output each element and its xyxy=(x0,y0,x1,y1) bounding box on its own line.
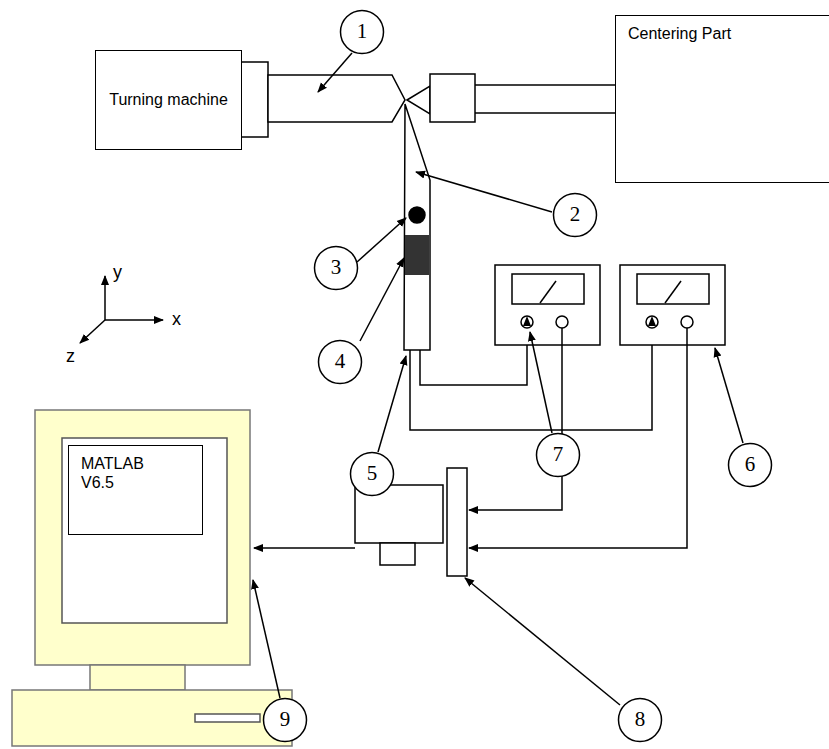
callout-circle: 1 xyxy=(339,9,385,55)
tailstock-shaft xyxy=(475,84,616,86)
callout-number: 4 xyxy=(335,349,346,374)
centering-box: Centering Part xyxy=(615,15,829,183)
leader-line xyxy=(318,53,352,92)
monitor-stand xyxy=(90,665,185,690)
callout-ring xyxy=(264,699,307,742)
callout-number: 3 xyxy=(331,255,342,280)
amplifier-meter xyxy=(495,265,600,345)
axis-z xyxy=(80,320,105,343)
meter-needle xyxy=(540,281,556,303)
disk-slot xyxy=(195,714,260,722)
input-knob xyxy=(521,316,533,328)
output-wire xyxy=(469,328,562,510)
monitor xyxy=(35,410,250,665)
callout-circle: 2 xyxy=(552,192,598,238)
callout-number: 9 xyxy=(280,707,291,732)
meter-display xyxy=(512,274,584,304)
callout-circle: 9 xyxy=(262,697,308,743)
callout-circle: 4 xyxy=(317,339,363,385)
leader-line xyxy=(715,348,743,443)
leader-line xyxy=(360,258,404,341)
callout-ring xyxy=(315,247,358,290)
amplifier-meter xyxy=(620,265,725,345)
meter-display xyxy=(637,274,709,304)
input-knob xyxy=(646,316,658,328)
callout-ring xyxy=(351,453,394,496)
box-label: MATLAB V6.5 xyxy=(81,454,156,492)
tailstock-shaft xyxy=(475,112,616,114)
strain-gauge xyxy=(405,235,429,275)
callout-circle: 8 xyxy=(617,697,663,743)
callout-number: 6 xyxy=(745,452,756,477)
axis-label: y xyxy=(113,262,122,283)
box-label: Turning machine xyxy=(109,90,228,109)
callout-circle: 6 xyxy=(727,442,773,488)
callout-circle: 3 xyxy=(313,245,359,291)
axis-label: x xyxy=(172,309,181,330)
callout-circle: 5 xyxy=(349,451,395,497)
axis-y xyxy=(104,276,106,320)
output-knob xyxy=(681,316,693,328)
callout-number: 1 xyxy=(357,19,368,44)
callout-number: 2 xyxy=(570,202,581,227)
sensor-dot xyxy=(409,207,425,223)
tailstock-center xyxy=(407,86,430,114)
callout-number: 5 xyxy=(367,461,378,486)
leader-line xyxy=(357,218,406,262)
machine-box: Turning machine xyxy=(95,50,242,150)
axis-label: z xyxy=(66,346,75,367)
leader-line xyxy=(253,580,280,698)
knob-mark xyxy=(523,316,531,326)
axis-x xyxy=(105,319,163,321)
software-box: MATLAB V6.5 xyxy=(68,445,203,535)
callout-number: 7 xyxy=(553,442,564,467)
callout-ring xyxy=(729,444,772,487)
spindle-flange xyxy=(240,62,268,137)
knob-mark xyxy=(648,316,656,326)
leader-line xyxy=(416,172,552,212)
callout-ring xyxy=(319,341,362,384)
computer-case xyxy=(12,690,292,746)
leader-line xyxy=(465,578,620,705)
daq-connector xyxy=(447,468,467,576)
callout-number: 8 xyxy=(635,707,646,732)
meter-needle xyxy=(665,281,681,303)
callout-ring xyxy=(341,11,384,54)
callout-circle: 7 xyxy=(535,432,581,478)
workpiece xyxy=(268,75,405,122)
leader-line xyxy=(378,356,406,452)
monitor-screen xyxy=(62,438,227,623)
output-knob xyxy=(556,316,568,328)
tailstock-quill xyxy=(430,74,475,122)
leader-line xyxy=(530,332,552,433)
callout-ring xyxy=(619,699,662,742)
output-wire xyxy=(469,328,687,548)
daq-base xyxy=(380,543,415,565)
box-label: Centering Part xyxy=(628,24,829,43)
cutting-tool xyxy=(404,104,430,350)
data-link xyxy=(254,547,355,549)
callout-ring xyxy=(554,194,597,237)
callout-ring xyxy=(537,434,580,477)
